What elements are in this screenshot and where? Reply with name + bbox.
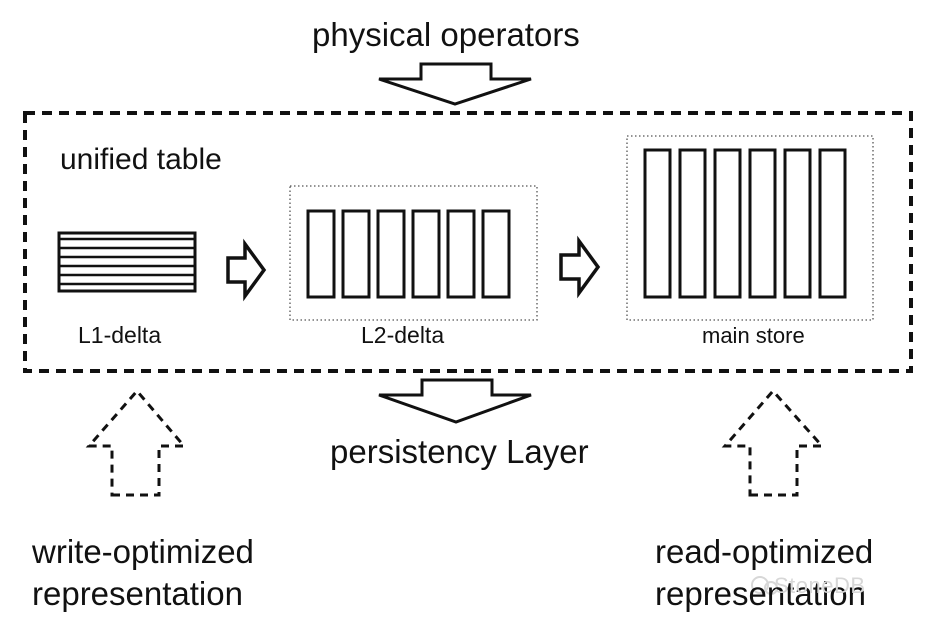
read-optimized-arrow [721, 388, 826, 497]
read-optimized-line-1: read-optimized [655, 533, 874, 570]
unified-table-label: unified table [60, 143, 222, 176]
write-optimized-line-2: representation [32, 575, 243, 613]
write-optimized-arrow [85, 388, 188, 497]
l1-delta-block [57, 231, 197, 293]
main-store-frame [626, 135, 874, 321]
write-optimized-line-1: write-optimized [32, 533, 254, 570]
l1-to-l2-arrow [226, 238, 267, 302]
l2-delta-label: L2-delta [361, 322, 445, 348]
read-optimized-line-2: representation [655, 575, 866, 613]
write-optimized-label: write-optimized representation [32, 531, 254, 615]
l2-delta-frame [289, 185, 538, 321]
l2-to-main-arrow [559, 235, 601, 299]
watermark-text: StoneDB [774, 573, 866, 598]
main-store-label: main store [702, 323, 805, 348]
physical-operators-arrow [378, 62, 532, 106]
l1-delta-label: L1-delta [78, 322, 162, 348]
l2-delta-columns [306, 209, 511, 299]
persistency-layer-arrow [378, 378, 532, 424]
unified-table-container [23, 111, 913, 373]
main-store-columns [643, 148, 847, 299]
read-optimized-label: read-optimized representation [655, 531, 873, 615]
watermark-logo [751, 576, 778, 595]
persistency-layer-label: persistency Layer [330, 433, 589, 470]
physical-operators-label: physical operators [312, 16, 580, 53]
